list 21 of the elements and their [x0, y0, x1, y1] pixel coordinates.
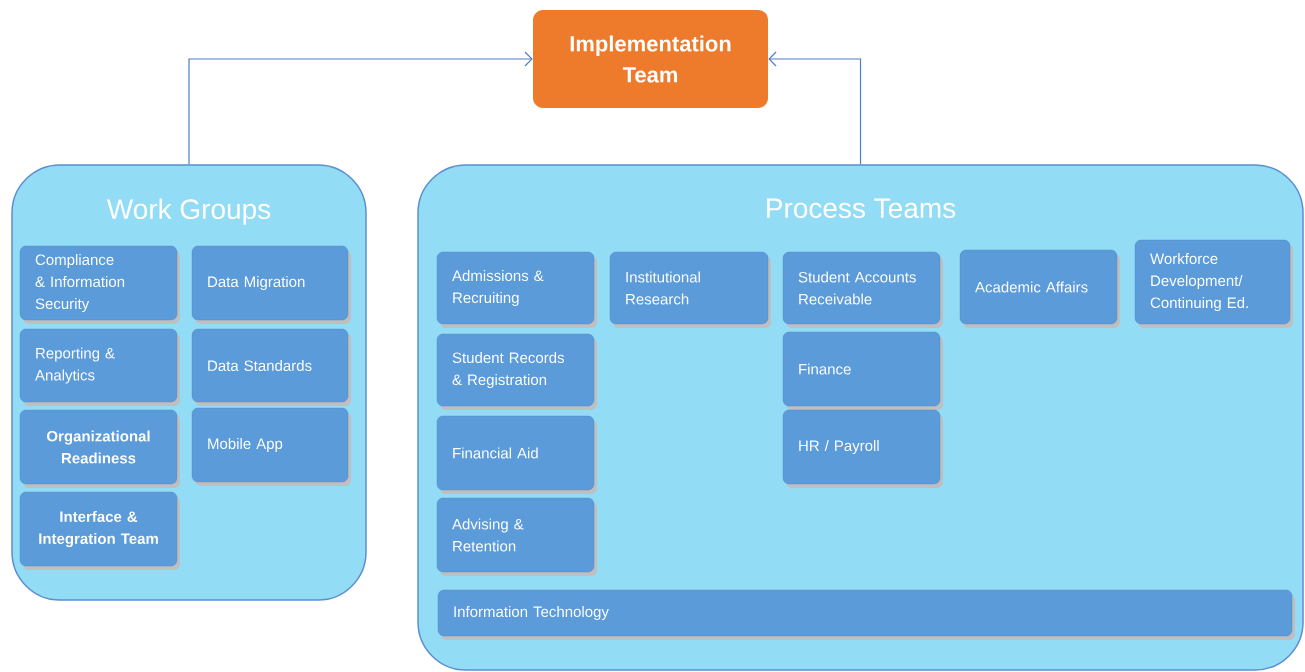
- team-box: Academic Affairs: [959, 249, 1118, 325]
- team-box: Advising & Retention: [436, 497, 595, 573]
- team-box: Reporting & Analytics: [19, 328, 178, 403]
- team-box: Admissions & Recruiting: [436, 251, 595, 325]
- team-box: Institutional Research: [609, 251, 769, 325]
- arrow: [768, 51, 862, 165]
- team-box: Workforce Development/ Continuing Ed.: [1134, 239, 1291, 325]
- team-box: Mobile App: [191, 407, 349, 483]
- team-box: Organizational Readiness: [19, 409, 178, 485]
- team-box: Compliance & Information Security: [19, 245, 178, 321]
- team-box: Financial Aid: [436, 415, 595, 491]
- team-box: Student Records & Registration: [436, 333, 595, 407]
- team-box: Information Technology: [437, 589, 1293, 637]
- team-box: HR / Payroll: [782, 409, 941, 485]
- team-box: Interface & Integration Team: [19, 491, 178, 567]
- team-box: Implementation Team: [533, 10, 768, 108]
- arrow: [188, 51, 533, 165]
- team-box: Data Standards: [191, 328, 349, 403]
- team-box: Finance: [782, 331, 941, 407]
- team-box: Data Migration: [191, 245, 349, 321]
- team-box: Student Accounts Receivable: [782, 251, 941, 325]
